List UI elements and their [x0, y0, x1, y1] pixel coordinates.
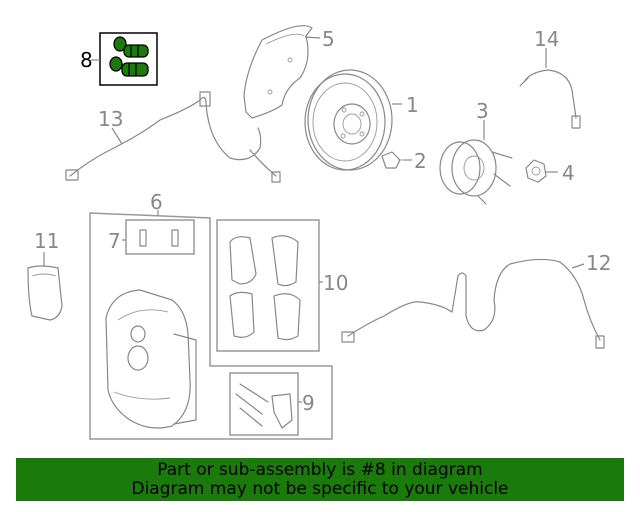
- part-9-hardware-kit[interactable]: 9: [229, 372, 315, 436]
- info-banner: Part or sub-assembly is #8 in diagram Di…: [16, 458, 624, 501]
- part-4-hub-nut[interactable]: 4: [525, 159, 575, 185]
- callout-8[interactable]: 8: [80, 48, 93, 72]
- part-14-brake-hose[interactable]: 14: [519, 27, 581, 129]
- callout-6[interactable]: 6: [150, 190, 163, 214]
- callout-9[interactable]: 9: [302, 391, 315, 415]
- callout-5[interactable]: 5: [322, 27, 335, 51]
- callout-1[interactable]: 1: [406, 93, 419, 117]
- banner-line-1: Part or sub-assembly is #8 in diagram: [157, 460, 483, 480]
- part-3-wheel-hub[interactable]: 3: [439, 99, 513, 205]
- parts-diagram: 8 5 1 2 3: [27, 25, 611, 440]
- part-12-abs-sensor[interactable]: 12: [341, 251, 611, 349]
- callout-10[interactable]: 10: [323, 271, 348, 295]
- callout-13[interactable]: 13: [98, 107, 123, 131]
- callout-12[interactable]: 12: [586, 251, 611, 275]
- callout-3[interactable]: 3: [476, 99, 489, 123]
- part-13-wear-sensor[interactable]: 13: [65, 91, 281, 183]
- callout-14[interactable]: 14: [534, 27, 559, 51]
- part-1-brake-rotor[interactable]: 1: [304, 69, 419, 171]
- callout-2[interactable]: 2: [414, 149, 427, 173]
- callout-4[interactable]: 4: [562, 161, 575, 185]
- part-11-pad-shim[interactable]: 11: [27, 229, 63, 321]
- banner-line-2: Diagram may not be specific to your vehi…: [131, 479, 509, 499]
- part-7-bleeder-screws[interactable]: 7: [108, 219, 195, 255]
- part-8-highlight-box[interactable]: [99, 32, 158, 86]
- part-8-boots-icon: [109, 36, 149, 77]
- callout-7[interactable]: 7: [108, 229, 121, 253]
- part-8-group[interactable]: 8: [80, 32, 158, 86]
- part-6-caliper-assembly[interactable]: 6: [89, 190, 333, 440]
- part-10-brake-pads[interactable]: 10: [216, 219, 348, 352]
- callout-11[interactable]: 11: [34, 229, 59, 253]
- part-5-splash-shield[interactable]: 5: [243, 25, 335, 119]
- part-2-bolt[interactable]: 2: [381, 149, 427, 173]
